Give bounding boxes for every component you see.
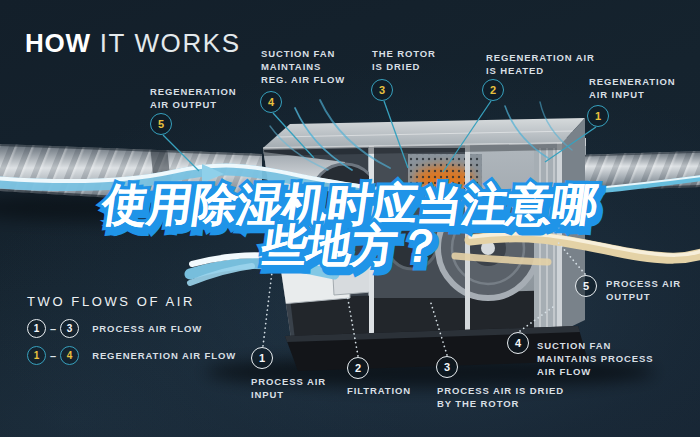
badge-process-4: 4 xyxy=(507,332,529,354)
legend-dash: – xyxy=(50,323,56,335)
title-light: IT WORKS xyxy=(91,28,241,58)
badge-process-3: 3 xyxy=(436,356,458,378)
legend-circle-regeneration-from: 1 xyxy=(27,346,46,365)
legend-circle-process-to: 3 xyxy=(60,319,79,338)
title-strong: HOW xyxy=(25,28,91,58)
callout-regeneration-air-output: REGENERATION AIR OUTPUT xyxy=(150,85,237,111)
callout-filtration: FILTRATION xyxy=(347,384,411,397)
legend-heading: TWO FLOWS OF AIR xyxy=(27,294,236,309)
legend-row-process: 1 – 3 PROCESS AIR FLOW xyxy=(27,319,236,338)
legend-label-regeneration: REGENERATION AIR FLOW xyxy=(92,350,236,361)
badge-process-5: 5 xyxy=(575,275,597,297)
badge-regeneration-3: 3 xyxy=(371,79,393,101)
badge-regeneration-5: 5 xyxy=(150,113,172,135)
legend-two-flows: TWO FLOWS OF AIR 1 – 3 PROCESS AIR FLOW … xyxy=(27,294,236,373)
headline-line2-face: 些地方？ xyxy=(258,220,446,271)
legend-row-regeneration: 1 – 4 REGENERATION AIR FLOW xyxy=(27,346,236,365)
callout-rotor-dried: THE ROTOR IS DRIED xyxy=(372,47,436,73)
badge-process-2: 2 xyxy=(347,357,369,379)
callout-process-air-dried: PROCESS AIR IS DRIED BY THE ROTOR xyxy=(437,384,564,410)
badge-regeneration-4: 4 xyxy=(260,91,282,113)
legend-circle-regeneration-to: 4 xyxy=(60,346,79,365)
page-title: HOW IT WORKS xyxy=(25,28,241,59)
badge-process-1: 1 xyxy=(251,347,273,369)
legend-circle-process-from: 1 xyxy=(27,319,46,338)
legend-label-process: PROCESS AIR FLOW xyxy=(92,323,202,334)
callout-regeneration-air-input: REGENERATION AIR INPUT xyxy=(589,75,676,101)
callout-process-air-output: PROCESS AIR OUTPUT xyxy=(606,277,681,303)
callout-suction-fan-process: SUCTION FAN MAINTAINS PROCESS AIR FLOW xyxy=(537,339,653,378)
callout-regeneration-air-heated: REGENERATION AIR IS HEATED xyxy=(486,51,595,77)
callout-suction-fan-reg: SUCTION FAN MAINTAINS REG. AIR FLOW xyxy=(261,47,345,86)
badge-regeneration-2: 2 xyxy=(482,79,504,101)
legend-dash: – xyxy=(50,350,56,362)
callout-process-air-input: PROCESS AIR INPUT xyxy=(251,375,326,401)
badge-regeneration-1: 1 xyxy=(587,105,609,127)
